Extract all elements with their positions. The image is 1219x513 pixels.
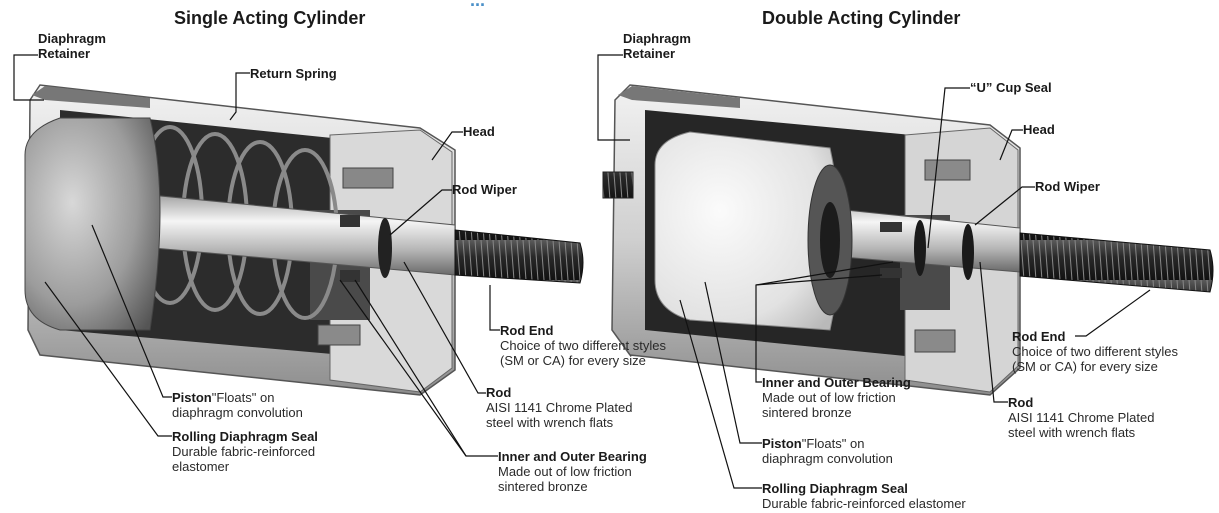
leader-return-spring bbox=[229, 72, 250, 121]
leader-head-right bbox=[999, 129, 1023, 161]
label-desc: AISI 1141 Chrome Plated bbox=[1008, 410, 1155, 425]
label-desc: sintered bronze bbox=[762, 405, 852, 420]
title-single-acting: Single Acting Cylinder bbox=[174, 8, 366, 28]
label-text: Head bbox=[463, 124, 495, 139]
leader-rod-wiper-right bbox=[974, 186, 1035, 226]
single-acting-cylinder-illustration bbox=[24, 84, 584, 396]
label-text: “U” Cup Seal bbox=[970, 80, 1052, 95]
partial-top-heading: ... bbox=[470, 0, 485, 10]
label-text: Piston bbox=[762, 436, 802, 451]
label-return-spring: Return Spring bbox=[250, 66, 337, 81]
leader-diaphragm-retainer-left bbox=[13, 54, 44, 101]
label-text: Rod Wiper bbox=[1035, 179, 1100, 194]
leader-rolling-left bbox=[44, 281, 172, 437]
label-head-right: Head bbox=[1023, 122, 1055, 137]
leader-rod-left bbox=[403, 261, 486, 394]
label-rod-end-left: Rod End Choice of two different styles (… bbox=[500, 323, 666, 368]
label-rod-wiper-right: Rod Wiper bbox=[1035, 179, 1100, 194]
label-diaphragm-retainer-left: Diaphragm Retainer bbox=[38, 31, 106, 61]
leader-head-left bbox=[431, 131, 463, 161]
label-piston-right: Piston"Floats" on diaphragm convolution bbox=[762, 436, 893, 466]
label-text: Rolling Diaphragm Seal bbox=[172, 429, 318, 444]
leader-rod-right bbox=[979, 261, 1008, 403]
label-text: Rolling Diaphragm Seal bbox=[762, 481, 908, 496]
label-rolling-diaphragm-left: Rolling Diaphragm Seal Durable fabric-re… bbox=[172, 429, 318, 474]
label-desc: (SM or CA) for every size bbox=[500, 353, 646, 368]
label-desc: elastomer bbox=[172, 459, 230, 474]
label-rod-end-right: Rod End Choice of two different styles (… bbox=[1012, 329, 1178, 374]
label-desc: Choice of two different styles bbox=[1012, 344, 1178, 359]
label-text: Retainer bbox=[623, 46, 676, 61]
label-text: Diaphragm bbox=[38, 31, 106, 46]
label-rod-left: Rod AISI 1141 Chrome Plated steel with w… bbox=[486, 385, 632, 430]
leader-lines bbox=[13, 54, 1151, 489]
label-desc: AISI 1141 Chrome Plated bbox=[486, 400, 633, 415]
leader-bearing-left-2 bbox=[339, 279, 467, 457]
leader-rod-wiper-left bbox=[389, 189, 452, 236]
leader-piston-left bbox=[91, 224, 172, 398]
label-piston-left: Piston"Floats" on diaphragm convolution bbox=[172, 390, 303, 420]
label-desc: Durable fabric-reinforced bbox=[172, 444, 316, 459]
leader-bearing-right bbox=[755, 274, 883, 383]
label-desc: Durable fabric-reinforced elastomer bbox=[762, 496, 966, 511]
label-text: Retainer bbox=[38, 46, 91, 61]
label-diaphragm-retainer-right: Diaphragm Retainer bbox=[623, 31, 691, 61]
label-text: Rod Wiper bbox=[452, 182, 517, 197]
leader-rod-end-right bbox=[1075, 289, 1151, 337]
double-acting-cylinder-illustration bbox=[602, 84, 1214, 396]
label-rod-wiper-left: Rod Wiper bbox=[452, 182, 517, 197]
label-bearing-left: Inner and Outer Bearing Made out of low … bbox=[498, 449, 647, 494]
label-desc: diaphragm convolution bbox=[762, 451, 893, 466]
label-rolling-diaphragm-right: Rolling Diaphragm Seal Durable fabric-re… bbox=[762, 481, 966, 511]
label-desc: (SM or CA) for every size bbox=[1012, 359, 1158, 374]
label-text: Rod bbox=[1008, 395, 1034, 410]
label-desc: Made out of low friction bbox=[762, 390, 896, 405]
leader-rod-end-left bbox=[489, 285, 500, 331]
title-double-acting: Double Acting Cylinder bbox=[762, 8, 961, 28]
leader-piston-right bbox=[704, 281, 762, 444]
label-text: Return Spring bbox=[250, 66, 337, 81]
label-head-left: Head bbox=[463, 124, 495, 139]
label-desc: "Floats" on bbox=[801, 436, 865, 451]
label-text: Inner and Outer Bearing bbox=[498, 449, 647, 464]
label-desc: "Floats" on bbox=[211, 390, 275, 405]
label-desc: steel with wrench flats bbox=[486, 415, 614, 430]
label-desc: Made out of low friction bbox=[498, 464, 632, 479]
label-text: Inner and Outer Bearing bbox=[762, 375, 911, 390]
label-u-cup-seal: “U” Cup Seal bbox=[970, 80, 1052, 95]
label-desc: Choice of two different styles bbox=[500, 338, 666, 353]
label-text: Piston bbox=[172, 390, 212, 405]
label-text: Diaphragm bbox=[623, 31, 691, 46]
label-bearing-right: Inner and Outer Bearing Made out of low … bbox=[762, 375, 911, 420]
label-rod-right: Rod AISI 1141 Chrome Plated steel with w… bbox=[1008, 395, 1154, 440]
label-text: Head bbox=[1023, 122, 1055, 137]
label-desc: steel with wrench flats bbox=[1008, 425, 1136, 440]
label-text: Rod End bbox=[500, 323, 554, 338]
label-text: Rod bbox=[486, 385, 512, 400]
label-desc: sintered bronze bbox=[498, 479, 588, 494]
leader-rolling-right bbox=[679, 299, 762, 489]
leader-u-cup-seal bbox=[927, 87, 970, 249]
label-desc: diaphragm convolution bbox=[172, 405, 303, 420]
label-text: Rod End bbox=[1012, 329, 1066, 344]
leader-diaphragm-retainer-right bbox=[597, 54, 630, 141]
leader-bearing-right-2 bbox=[755, 261, 894, 286]
